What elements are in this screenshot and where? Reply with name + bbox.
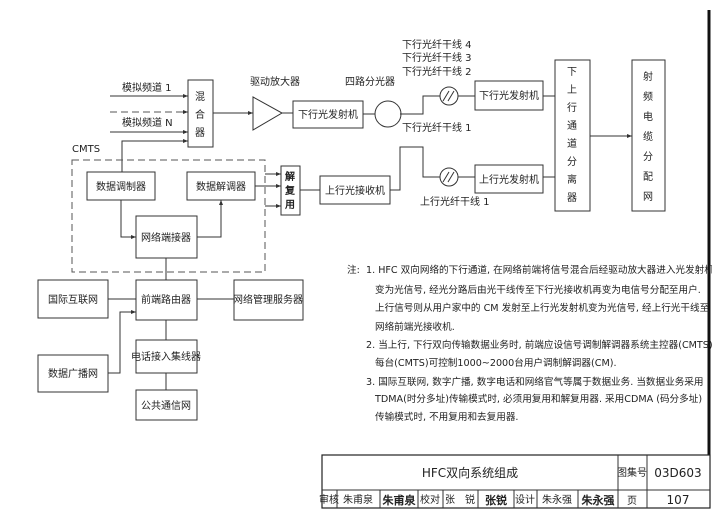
rf-cable-network-label: 射频电缆分配网 [643, 71, 653, 203]
checker-signature: 张锐 [485, 493, 507, 507]
network-management-server-box [233, 279, 304, 321]
title-block: HFC双向系统组成 图集号 03D603 审核 朱甫泉 朱甫泉 校对 张 锐 张… [319, 454, 711, 509]
head-end-router-box [135, 279, 198, 321]
mixer-box [187, 79, 214, 148]
atlas-number-label: 图集号 [617, 466, 647, 479]
channel-1-label: 模拟频道 1 [122, 81, 172, 94]
channel-separator-label: 下上行通道分离器 [567, 67, 577, 204]
nms-label: 网络管理服务器 [233, 293, 303, 306]
reviewer-name: 朱甫泉 [343, 493, 373, 506]
note-line: 上行信号则从用户家中的 CM 发射至上行光发射机变为光信号, 经上行光干线至 [375, 302, 710, 314]
checker-name: 张 锐 [445, 493, 475, 506]
notes-prefix: 注: [347, 264, 360, 276]
notes: 注: 1. HFC 双向网络的下行通道, 在网络前端将信号混合后经驱动放大器进入… [347, 264, 712, 423]
data-modulator-box [86, 171, 156, 201]
note-line: 3. 国际互联网, 数字广播, 数字电话和网络官气等属于数据业务. 当数据业务采… [366, 376, 704, 388]
demultiplexer-label: 解复用 [284, 170, 296, 211]
internet-label: 国际互联网 [48, 294, 98, 306]
page-label: 页 [627, 495, 637, 507]
data-broadcast-box [37, 354, 109, 393]
amplifier-label: 驱动放大器 [250, 75, 300, 88]
design-label: 设计 [515, 493, 535, 506]
network-terminator-label: 网络端接器 [141, 231, 191, 244]
atlas-number: 03D603 [654, 466, 701, 480]
note-line: 网络前端光接收机. [375, 321, 455, 333]
note-line: 变为光信号, 经光分路后由光干线传至下行光接收机再变为电信号分配至用户. [375, 284, 701, 296]
note-line: TDMA(时分多址)传输模式时, 必须用复用和解复用器. 采用CDMA (码分多… [374, 393, 702, 405]
note-line: 传输模式时, 不用复用和去复用器. [375, 411, 518, 423]
page-number: 107 [667, 493, 690, 507]
pstn-label: 公共通信网 [141, 400, 191, 412]
mixer-label: 混合器 [195, 91, 205, 139]
four-way-optical-splitter [374, 100, 402, 128]
fiber-symbol-icon [439, 167, 459, 187]
fiber-up-1-label: 上行光纤干线 1 [420, 195, 490, 208]
phone-access-hub-box [135, 339, 198, 374]
remote-downstream-transmitter-box [474, 80, 544, 111]
broadcast-label: 数据广播网 [48, 367, 98, 380]
downstream-transmitter-label: 下行光发射机 [298, 108, 358, 121]
note-line: 每台(CMTS)可控制1000~2000台用户调制解调器(CM). [375, 357, 617, 369]
phone-hub-label: 电话接入集线器 [131, 350, 201, 363]
designer-name: 朱永强 [542, 493, 572, 506]
check-label: 校对 [420, 493, 440, 506]
designer-signature: 朱永强 [581, 493, 615, 507]
fiber-down-3-label: 下行光纤干线 3 [402, 51, 472, 64]
analog-inputs: 模拟频道 1 模拟频道 N CMTS [72, 81, 188, 172]
remote-upstream-label: 上行光发射机 [479, 173, 539, 186]
reviewer-signature: 朱甫泉 [382, 493, 417, 507]
splitter-label: 四路分光器 [345, 75, 395, 88]
drawing-title: HFC双向系统组成 [422, 465, 518, 480]
data-demodulator-label: 数据解调器 [196, 180, 246, 193]
review-label: 审核 [319, 493, 339, 506]
channel-n-label: 模拟频道 N [122, 116, 173, 129]
channel-separator-box [554, 59, 591, 212]
note-line: 2. 当上行, 下行双向传输数据业务时, 前端应设信号调制解调器系统主控器(CM… [366, 339, 712, 351]
data-modulator-label: 数据调制器 [96, 180, 146, 193]
driver-amplifier [252, 96, 284, 131]
remote-upstream-transmitter-box [474, 164, 544, 194]
remote-downstream-label: 下行光发射机 [479, 89, 539, 102]
public-network-box [135, 389, 198, 421]
fiber-down-2-label: 下行光纤干线 2 [402, 65, 472, 78]
cmts-label: CMTS [72, 144, 100, 155]
rf-cable-network-box [631, 59, 666, 212]
note-line: 1. HFC 双向网络的下行通道, 在网络前端将信号混合后经驱动放大器进入光发射… [366, 264, 712, 276]
upstream-receiver-label: 上行光接收机 [325, 184, 385, 197]
upstream-receiver-box [319, 175, 391, 205]
cmts-boundary [71, 159, 266, 273]
fiber-down-1-label: 下行光纤干线 1 [402, 121, 472, 134]
fiber-down-4-label: 下行光纤干线 4 [402, 38, 472, 51]
fiber-symbol-icon [439, 86, 459, 106]
router-label: 前端路由器 [141, 293, 191, 306]
